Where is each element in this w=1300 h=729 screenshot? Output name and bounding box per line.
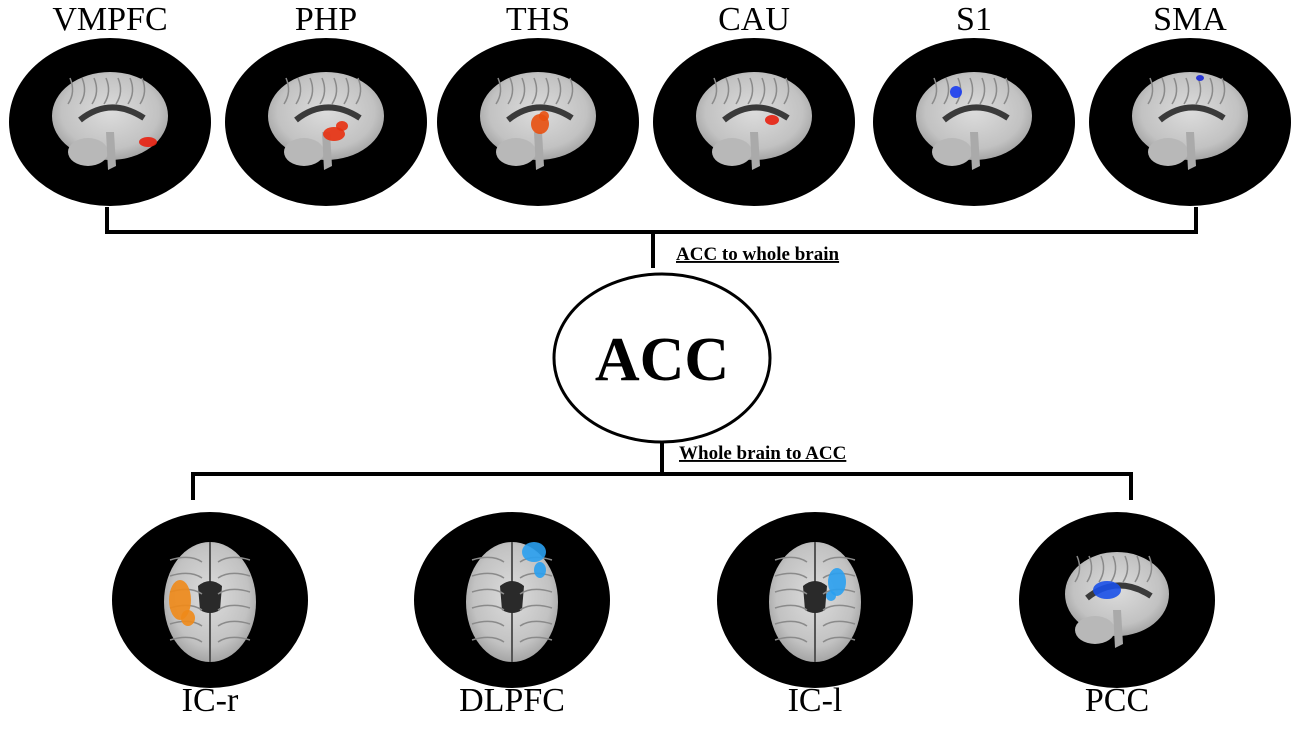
region-cau: CAU: [653, 1, 855, 206]
region-label-ic-r: IC-r: [182, 682, 239, 719]
region-s1: S1: [873, 1, 1075, 206]
region-sma: SMA: [1089, 1, 1291, 206]
brain-image-ic-r: [112, 512, 308, 688]
center-node-acc: ACC: [552, 272, 772, 444]
brain-image-ic-l: [717, 512, 913, 688]
edge-label-acc-to-whole-brain: ACC to whole brain: [676, 244, 840, 265]
region-label-pcc: PCC: [1085, 682, 1149, 719]
edge-label-whole-brain-to-acc: Whole brain to ACC: [679, 443, 846, 464]
region-dlpfc: DLPFC: [414, 512, 610, 719]
brain-image-php: [225, 38, 427, 206]
region-ic-l: IC-l: [717, 512, 913, 719]
region-pcc: PCC: [1019, 512, 1215, 719]
center-ellipse: [552, 272, 772, 444]
region-php: PHP: [225, 1, 427, 206]
brain-image-s1: [873, 38, 1075, 206]
top-region-row: VMPFC PHP THS CAU S1 SMA: [9, 1, 1291, 206]
bottom-bracket: [191, 443, 1133, 500]
region-label-ic-l: IC-l: [788, 682, 843, 719]
region-label-cau: CAU: [718, 1, 790, 38]
brain-image-vmpfc: [9, 38, 211, 206]
region-ic-r: IC-r: [112, 512, 308, 719]
region-vmpfc: VMPFC: [9, 1, 211, 206]
region-ths: THS: [437, 1, 639, 206]
region-label-vmpfc: VMPFC: [52, 1, 167, 38]
center-label: ACC: [595, 326, 729, 394]
brain-image-ths: [437, 38, 639, 206]
bottom-region-row: IC-r DLPFC IC-l PCC: [112, 512, 1215, 719]
top-bracket: [105, 207, 1198, 268]
region-label-ths: THS: [506, 1, 570, 38]
brain-image-dlpfc: [414, 512, 610, 688]
region-label-php: PHP: [295, 1, 357, 38]
region-label-s1: S1: [956, 1, 992, 38]
region-label-sma: SMA: [1153, 1, 1227, 38]
brain-image-sma: [1089, 38, 1291, 206]
brain-image-pcc: [1019, 512, 1215, 688]
brain-image-cau: [653, 38, 855, 206]
region-label-dlpfc: DLPFC: [459, 682, 565, 719]
